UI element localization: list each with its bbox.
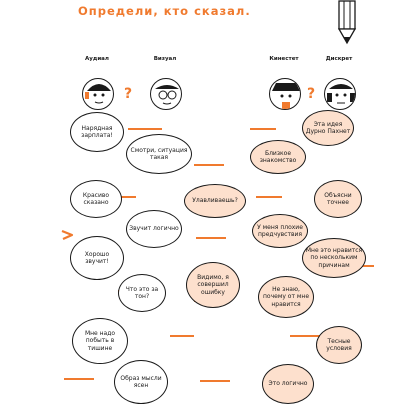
speech-bubble: Звучит логично bbox=[126, 210, 182, 248]
speech-bubble-orange: Мне это нравится по нескольким причинам bbox=[302, 238, 366, 278]
speech-bubble-orange: Не знаю, почему от мне нравится bbox=[258, 276, 314, 318]
answer-line bbox=[200, 380, 230, 382]
character-label-discrete: Дискрет bbox=[325, 56, 353, 62]
answer-line bbox=[290, 335, 330, 337]
question-mark-left: ? bbox=[124, 86, 133, 102]
speech-bubble-orange: У меня плохие предчувствия bbox=[252, 214, 308, 248]
speech-bubble: Образ мысли ясен bbox=[114, 360, 168, 404]
avatar-discrete bbox=[324, 78, 356, 110]
answer-line bbox=[256, 196, 282, 198]
avatar-audial bbox=[82, 78, 114, 110]
speech-bubble-orange: Близкое знакомство bbox=[250, 140, 306, 174]
speech-bubble: Смотри, ситуация такая bbox=[126, 134, 192, 174]
answer-line bbox=[64, 378, 94, 380]
answer-line bbox=[250, 128, 276, 130]
speech-bubble-orange: Улавливаешь? bbox=[184, 184, 246, 218]
speech-bubble: Мне надо побыть в тишине bbox=[72, 318, 128, 364]
speech-bubble-orange: Видимо, я совершил ошибку bbox=[186, 262, 240, 308]
speech-bubble-orange: Тесные условия bbox=[316, 326, 362, 364]
answer-line bbox=[194, 164, 224, 166]
speech-bubble-orange: Эта идея Дурно Пахнет bbox=[302, 110, 354, 146]
character-label-audial: Аудиал bbox=[85, 56, 109, 62]
answer-line bbox=[170, 335, 194, 337]
page-title: Определи, кто сказал. bbox=[78, 4, 251, 18]
answer-line bbox=[128, 128, 162, 130]
speech-bubble: Хорошо звучит! bbox=[70, 236, 124, 280]
speech-bubble-orange: Объясни точнее bbox=[314, 180, 362, 218]
speech-bubble: Красиво сказано bbox=[70, 180, 122, 218]
question-mark-right: ? bbox=[307, 86, 316, 102]
answer-line bbox=[196, 237, 226, 239]
character-label-visual: Визуал bbox=[153, 56, 177, 62]
arrow-icon bbox=[61, 229, 74, 241]
avatar-visual bbox=[150, 78, 182, 110]
character-label-kinesthetic: Кинестет bbox=[269, 56, 299, 62]
speech-bubble: Нарядная зарплата! bbox=[70, 112, 124, 152]
speech-bubble-orange: Это логично bbox=[262, 364, 314, 404]
speech-bubble: Что это за тон? bbox=[118, 274, 166, 312]
pencil-icon bbox=[337, 0, 357, 45]
avatar-kinesthetic bbox=[269, 78, 301, 110]
